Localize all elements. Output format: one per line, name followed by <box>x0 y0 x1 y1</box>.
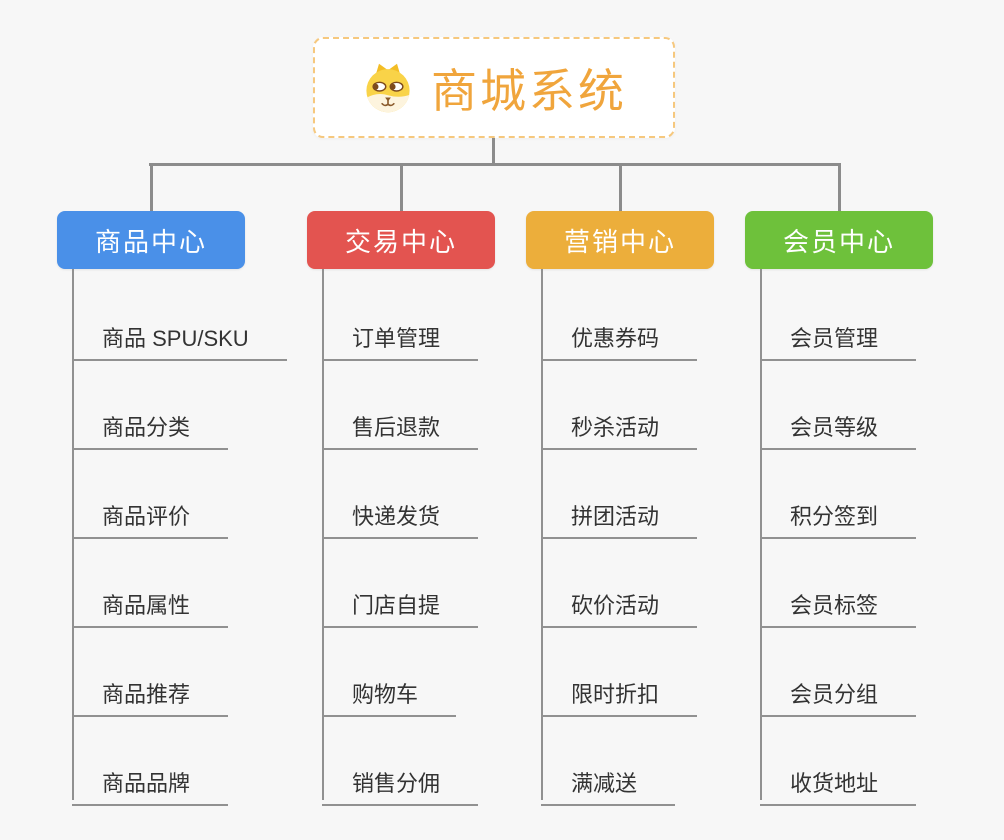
subtopic-item[interactable]: 积分签到 <box>760 485 917 539</box>
connector-drop <box>399 163 403 211</box>
subtopic-item[interactable]: 满减送 <box>541 752 676 806</box>
subtopic-item[interactable]: 商品评价 <box>72 485 229 539</box>
subtopic-item[interactable]: 会员等级 <box>760 396 917 450</box>
dog-face-icon <box>361 61 415 115</box>
subtopic-item[interactable]: 限时折扣 <box>541 663 698 717</box>
branch-spine <box>322 269 324 800</box>
subtopic-item[interactable]: 收货地址 <box>760 752 917 806</box>
subtopic-item[interactable]: 销售分佣 <box>322 752 479 806</box>
subtopic-item[interactable]: 优惠券码 <box>541 307 698 361</box>
connector-horizontal <box>149 163 840 166</box>
subtopic-item[interactable]: 门店自提 <box>322 574 479 628</box>
subtopic-item[interactable]: 商品属性 <box>72 574 229 628</box>
branch-spine <box>760 269 762 800</box>
branch-spine <box>541 269 543 800</box>
branch-node-trade-center[interactable]: 交易中心 <box>307 211 495 269</box>
subtopic-item[interactable]: 商品推荐 <box>72 663 229 717</box>
connector-drop <box>149 163 153 211</box>
branch-node-member-center[interactable]: 会员中心 <box>745 211 933 269</box>
connector-stub <box>492 138 495 165</box>
branch-node-product-center[interactable]: 商品中心 <box>57 211 245 269</box>
subtopic-item[interactable]: 商品分类 <box>72 396 229 450</box>
subtopic-item[interactable]: 会员管理 <box>760 307 917 361</box>
root-node[interactable]: 商城系统 <box>313 37 675 138</box>
subtopic-item[interactable]: 订单管理 <box>322 307 479 361</box>
subtopic-item[interactable]: 商品 SPU/SKU <box>72 307 287 361</box>
root-title: 商城系统 <box>431 64 627 117</box>
subtopic-item[interactable]: 快递发货 <box>322 485 479 539</box>
branch-spine <box>72 269 74 800</box>
branch-node-marketing-center[interactable]: 营销中心 <box>526 211 714 269</box>
subtopic-item[interactable]: 秒杀活动 <box>541 396 698 450</box>
subtopic-item[interactable]: 购物车 <box>322 663 457 717</box>
subtopic-item[interactable]: 拼团活动 <box>541 485 698 539</box>
subtopic-item[interactable]: 商品品牌 <box>72 752 229 806</box>
subtopic-item[interactable]: 砍价活动 <box>541 574 698 628</box>
subtopic-item[interactable]: 售后退款 <box>322 396 479 450</box>
subtopic-item[interactable]: 会员标签 <box>760 574 917 628</box>
connector-drop <box>618 163 622 211</box>
connector-drop <box>837 163 841 211</box>
subtopic-item[interactable]: 会员分组 <box>760 663 917 717</box>
